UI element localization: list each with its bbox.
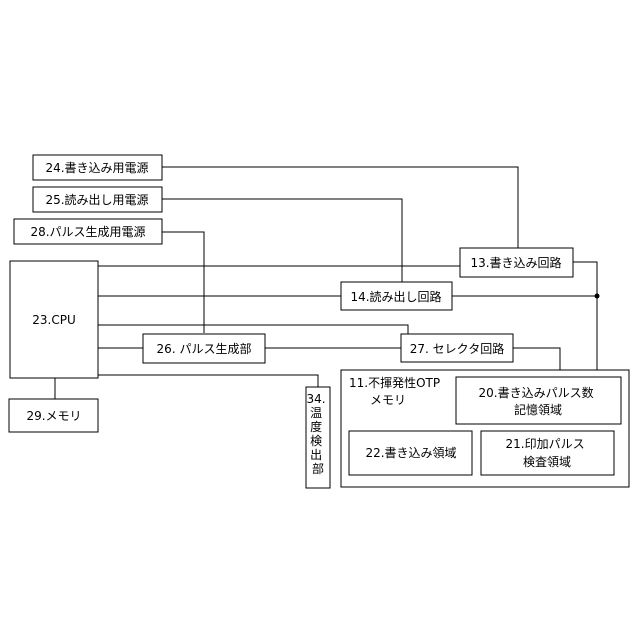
- otp-memory-label-line: メモリ: [370, 393, 406, 407]
- line-selector-to-otp: [513, 348, 560, 370]
- temp-sensor-label-line: 部: [312, 461, 324, 476]
- line-read-power-to-read-circuit: [162, 199, 402, 282]
- applied-pulse-area-label-line: 21.印加パルス: [506, 437, 585, 451]
- temp-sensor-label-line: 度: [310, 419, 322, 434]
- otp-memory-label-line: 11.不揮発性OTP: [349, 376, 440, 390]
- junction-dot: [595, 294, 600, 299]
- temp-sensor-label-line: 34.: [307, 392, 326, 406]
- temp-sensor-label-line: 検: [310, 434, 322, 448]
- memory-label: 29.メモリ: [26, 409, 81, 423]
- line-cpu-to-temp-sensor: [98, 375, 318, 387]
- cpu-label: 23.CPU: [32, 313, 75, 327]
- line-write-circuit-to-otp: [573, 262, 597, 370]
- temp-sensor-label-line: 出: [310, 448, 322, 462]
- write-circuit-label: 13.書き込み回路: [470, 255, 561, 270]
- line-pulse-power-to-pulse-gen: [162, 232, 204, 333]
- pulse-power-label: 28.パルス生成用電源: [30, 225, 145, 239]
- pulse-gen-label: 26. パルス生成部: [157, 341, 252, 356]
- write-area-label: 22.書き込み領域: [365, 445, 456, 460]
- temp-sensor-label-line: 温: [310, 406, 322, 420]
- read-circuit-label: 14.読み出し回路: [350, 289, 441, 304]
- applied-pulse-area-label-line: 検査領域: [523, 454, 571, 469]
- read-power-label: 25.読み出し用電源: [45, 192, 148, 207]
- write-pulse-area-label-line: 20.書き込みパルス数: [479, 385, 594, 400]
- line-write-power-to-write-circuit: [162, 167, 518, 248]
- selector-label: 27. セレクタ回路: [410, 341, 504, 356]
- write-pulse-area-label-line: 記憶領域: [514, 402, 562, 417]
- write-power-label: 24.書き込み用電源: [45, 161, 148, 175]
- line-cpu-to-selector: [98, 325, 408, 334]
